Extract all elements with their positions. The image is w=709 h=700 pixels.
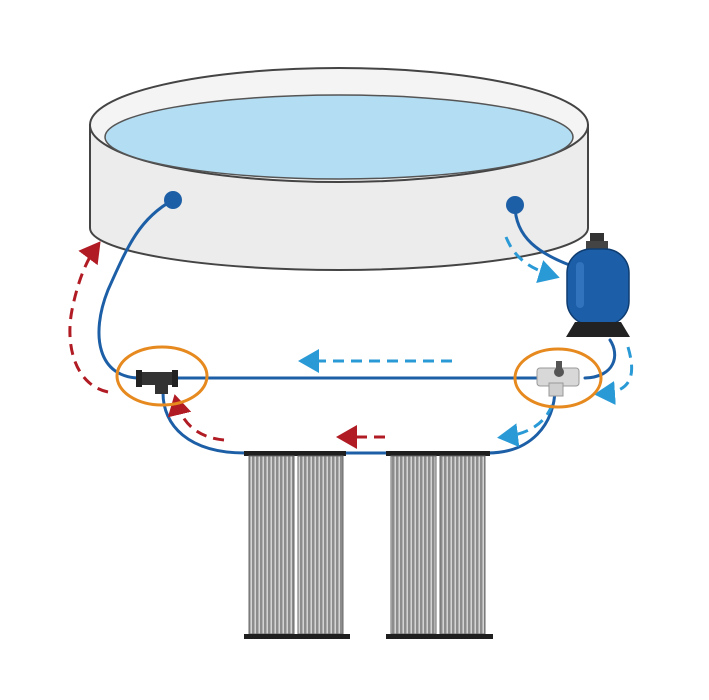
tee-fitting xyxy=(115,345,209,407)
collector-2-header-top xyxy=(386,451,490,456)
collector-2-panel-right xyxy=(439,455,486,635)
three-way-valve xyxy=(513,347,603,409)
collector-1-panel-right xyxy=(297,455,344,635)
collector-1-header-top xyxy=(244,451,346,456)
tee-end-left xyxy=(136,370,142,387)
collector-2-header-bottom xyxy=(386,634,493,639)
pool-water xyxy=(104,94,574,180)
tee-end-right xyxy=(172,370,178,387)
sand-filter-pump xyxy=(566,233,630,337)
valve-stem xyxy=(556,361,562,371)
pipe-pool-outlet-to-filter xyxy=(513,203,574,268)
pipe-tee-to-pool-return xyxy=(97,198,175,380)
valve-port-down xyxy=(548,382,564,397)
cold-flow-to-filter xyxy=(504,236,560,284)
tee-highlight-ring xyxy=(115,345,209,407)
filter-tank-highlight xyxy=(576,262,584,308)
solar-collector-2 xyxy=(386,451,493,639)
filter-valve-cap xyxy=(586,241,608,249)
pipe-collectors-to-tee xyxy=(161,391,247,455)
tee-branch xyxy=(155,380,168,394)
collector-2-panel-left xyxy=(390,455,437,635)
valve-highlight-ring xyxy=(513,347,603,409)
warm-flow-to-pool xyxy=(68,241,109,394)
cold-flow-arrows xyxy=(298,236,634,448)
cold-flow-to-collectors xyxy=(497,404,554,448)
pipe-filter-to-valve xyxy=(583,338,617,380)
warm-flow-to-tee xyxy=(167,394,225,442)
pipe-valve-to-collectors xyxy=(486,386,557,455)
cold-flow-filter-to-valve xyxy=(594,346,634,405)
warm-flow-arrows xyxy=(68,241,385,449)
above-ground-pool xyxy=(89,67,589,271)
solar-collector-1 xyxy=(244,451,350,639)
filter-base xyxy=(566,322,630,337)
collector-1-panel-left xyxy=(248,455,295,635)
collector-1-header-bottom xyxy=(244,634,350,639)
